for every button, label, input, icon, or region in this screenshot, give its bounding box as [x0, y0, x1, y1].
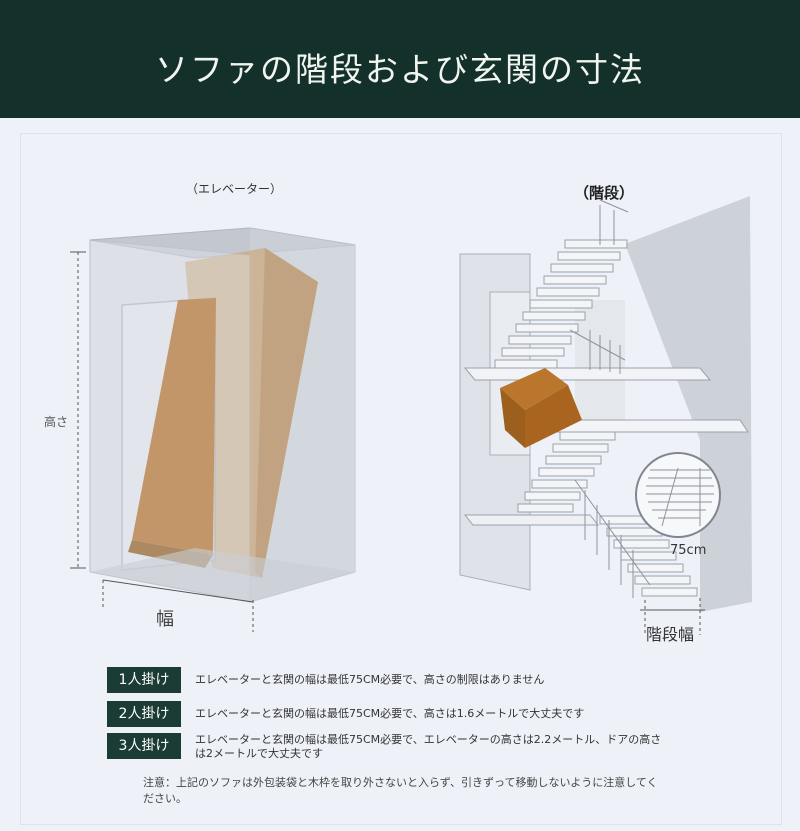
rule-2-text: エレベーターと玄関の幅は最低75CM必要で、高さは1.6メートルで大丈夫です: [195, 707, 585, 720]
badge-3-seat: 3人掛け: [107, 733, 181, 759]
badge-2-seat: 2人掛け: [107, 701, 181, 727]
caution-note: 注意：上記のソファは外包装袋と木枠を取り外さないと入らず、引きずって移動しないよ…: [143, 776, 658, 805]
height-label: 高さ: [44, 415, 69, 429]
elevator-illustration: [70, 227, 356, 632]
elevator-label: （エレベーター）: [186, 182, 283, 196]
rule-3-text: エレベーターと玄関の幅は最低75CM必要で、エレベーターの高さは2.2メートル、…: [195, 733, 662, 760]
badge-1-seat: 1人掛け: [107, 667, 181, 693]
stair-width-label: 階段幅: [646, 625, 695, 644]
rule-1-text: エレベーターと玄関の幅は最低75CM必要で、高さの制限はありません: [195, 673, 545, 686]
page-title: ソファの階段および玄関の寸法: [155, 50, 645, 89]
width-label: 幅: [156, 609, 174, 630]
header-banner: ソファの階段および玄関の寸法: [0, 0, 800, 118]
stairs-label: （階段）: [574, 184, 635, 202]
dimension-illustration: [70, 196, 752, 635]
stair-measure-label: 75cm: [670, 543, 707, 558]
stairs-illustration: [459, 196, 752, 635]
